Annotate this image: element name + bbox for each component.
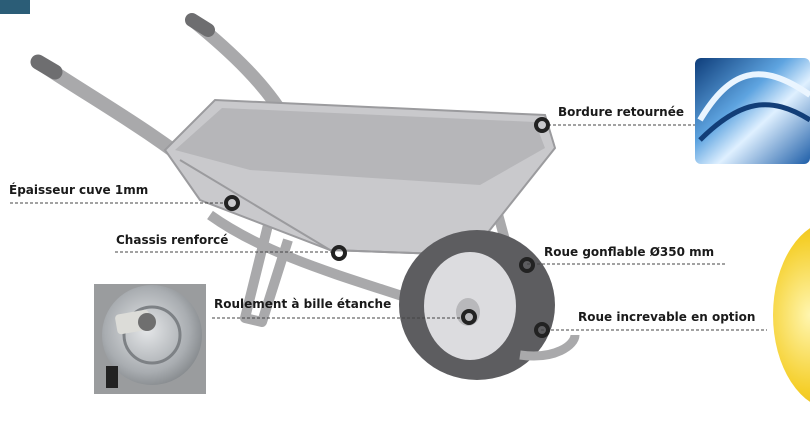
label-wheel: Roue gonflable Ø350 mm xyxy=(544,245,714,259)
label-chassis: Chassis renforcé xyxy=(116,233,228,247)
puncture-proof-wheel-photo xyxy=(773,220,810,410)
label-rim: Bordure retournée xyxy=(558,105,684,119)
bearing-detail-photo xyxy=(94,284,206,394)
rim-detail-photo xyxy=(695,58,810,164)
marker-chassis xyxy=(333,247,345,259)
label-puncture-proof: Roue increvable en option xyxy=(578,310,755,324)
label-tub-thickness: Épaisseur cuve 1mm xyxy=(9,183,148,197)
tub xyxy=(165,100,555,255)
label-bearing: Roulement à bille étanche xyxy=(214,297,391,311)
